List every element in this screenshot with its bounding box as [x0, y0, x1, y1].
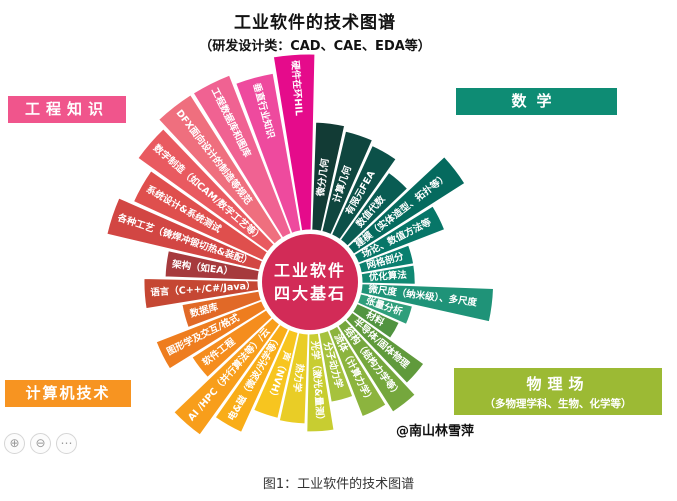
petal-segment	[330, 144, 397, 241]
zoom-in-button[interactable]: ⊕	[4, 433, 25, 454]
petal-segment	[345, 311, 425, 384]
center-hub-line1: 工业软件	[273, 260, 346, 280]
figure-title-sub: （研发设计类：CAD、CAE、EDA等）	[199, 39, 431, 54]
petal-segment	[181, 290, 262, 329]
petal-segment	[253, 328, 299, 419]
figure-title-main: 工业软件的技术图谱	[234, 13, 396, 33]
petal-segment	[155, 300, 267, 370]
petal-label: 微分几何	[314, 157, 331, 198]
petal-segment	[137, 128, 275, 253]
viewer-controls: ⊕ ⊖ ⋯	[4, 433, 77, 454]
petal-segment	[311, 121, 346, 232]
more-button[interactable]: ⋯	[56, 433, 77, 454]
figure-title: 工业软件的技术图谱 （研发设计类：CAD、CAE、EDA等）	[150, 8, 480, 54]
petal-segment	[306, 332, 335, 433]
zoom-out-button[interactable]: ⊖	[30, 433, 51, 454]
petal-segment	[360, 264, 416, 285]
petal-label: 热力学	[290, 363, 306, 393]
petal-segment	[347, 156, 466, 255]
petal-segment	[214, 323, 290, 433]
petal-segment	[106, 197, 264, 271]
petal-label: 光学（激光&量测）	[309, 339, 327, 425]
petal-segment	[278, 332, 309, 425]
petal-segment	[358, 244, 415, 274]
petal-segment	[337, 319, 416, 413]
quadrant-label-physics-main: 物理场	[526, 375, 590, 393]
petal-segment	[353, 205, 446, 264]
petal-segment	[192, 74, 292, 239]
quadrant-label-physics: 物理场 （多物理学科、生物、化学等）	[454, 368, 662, 415]
quadrant-label-computer: 计算机技术	[5, 380, 131, 407]
center-hub: 工业软件 四大基石	[262, 234, 358, 330]
petal-segment	[272, 53, 316, 232]
petal-segment	[328, 325, 387, 418]
center-hub-line2: 四大基石	[273, 284, 346, 303]
quadrant-label-physics-sub: （多物理学科、生物、化学等）	[484, 398, 632, 410]
petal-segment	[339, 171, 409, 247]
petal-label: 优化算法	[368, 269, 407, 284]
petal-segment	[360, 283, 495, 323]
quadrant-label-engineering: 工程知识	[8, 96, 126, 123]
petal-segment	[191, 309, 273, 379]
petal-segment	[143, 277, 260, 310]
petal-segment	[173, 317, 281, 436]
petal-segment	[132, 170, 269, 262]
petal-segment	[321, 130, 374, 236]
quadrant-label-math: 数学	[456, 88, 617, 115]
petal-segment	[235, 72, 302, 234]
petal-segment	[351, 302, 400, 339]
petal-segment	[164, 250, 260, 281]
petal-label: 硬件在环HIL	[289, 60, 305, 116]
petal-segment	[318, 330, 354, 403]
petal-segment	[157, 94, 283, 245]
figure-caption: 图1：工业软件的技术图谱	[262, 477, 415, 492]
petal-segment	[356, 293, 414, 325]
author-attribution: @南山林雪萍	[396, 424, 475, 439]
